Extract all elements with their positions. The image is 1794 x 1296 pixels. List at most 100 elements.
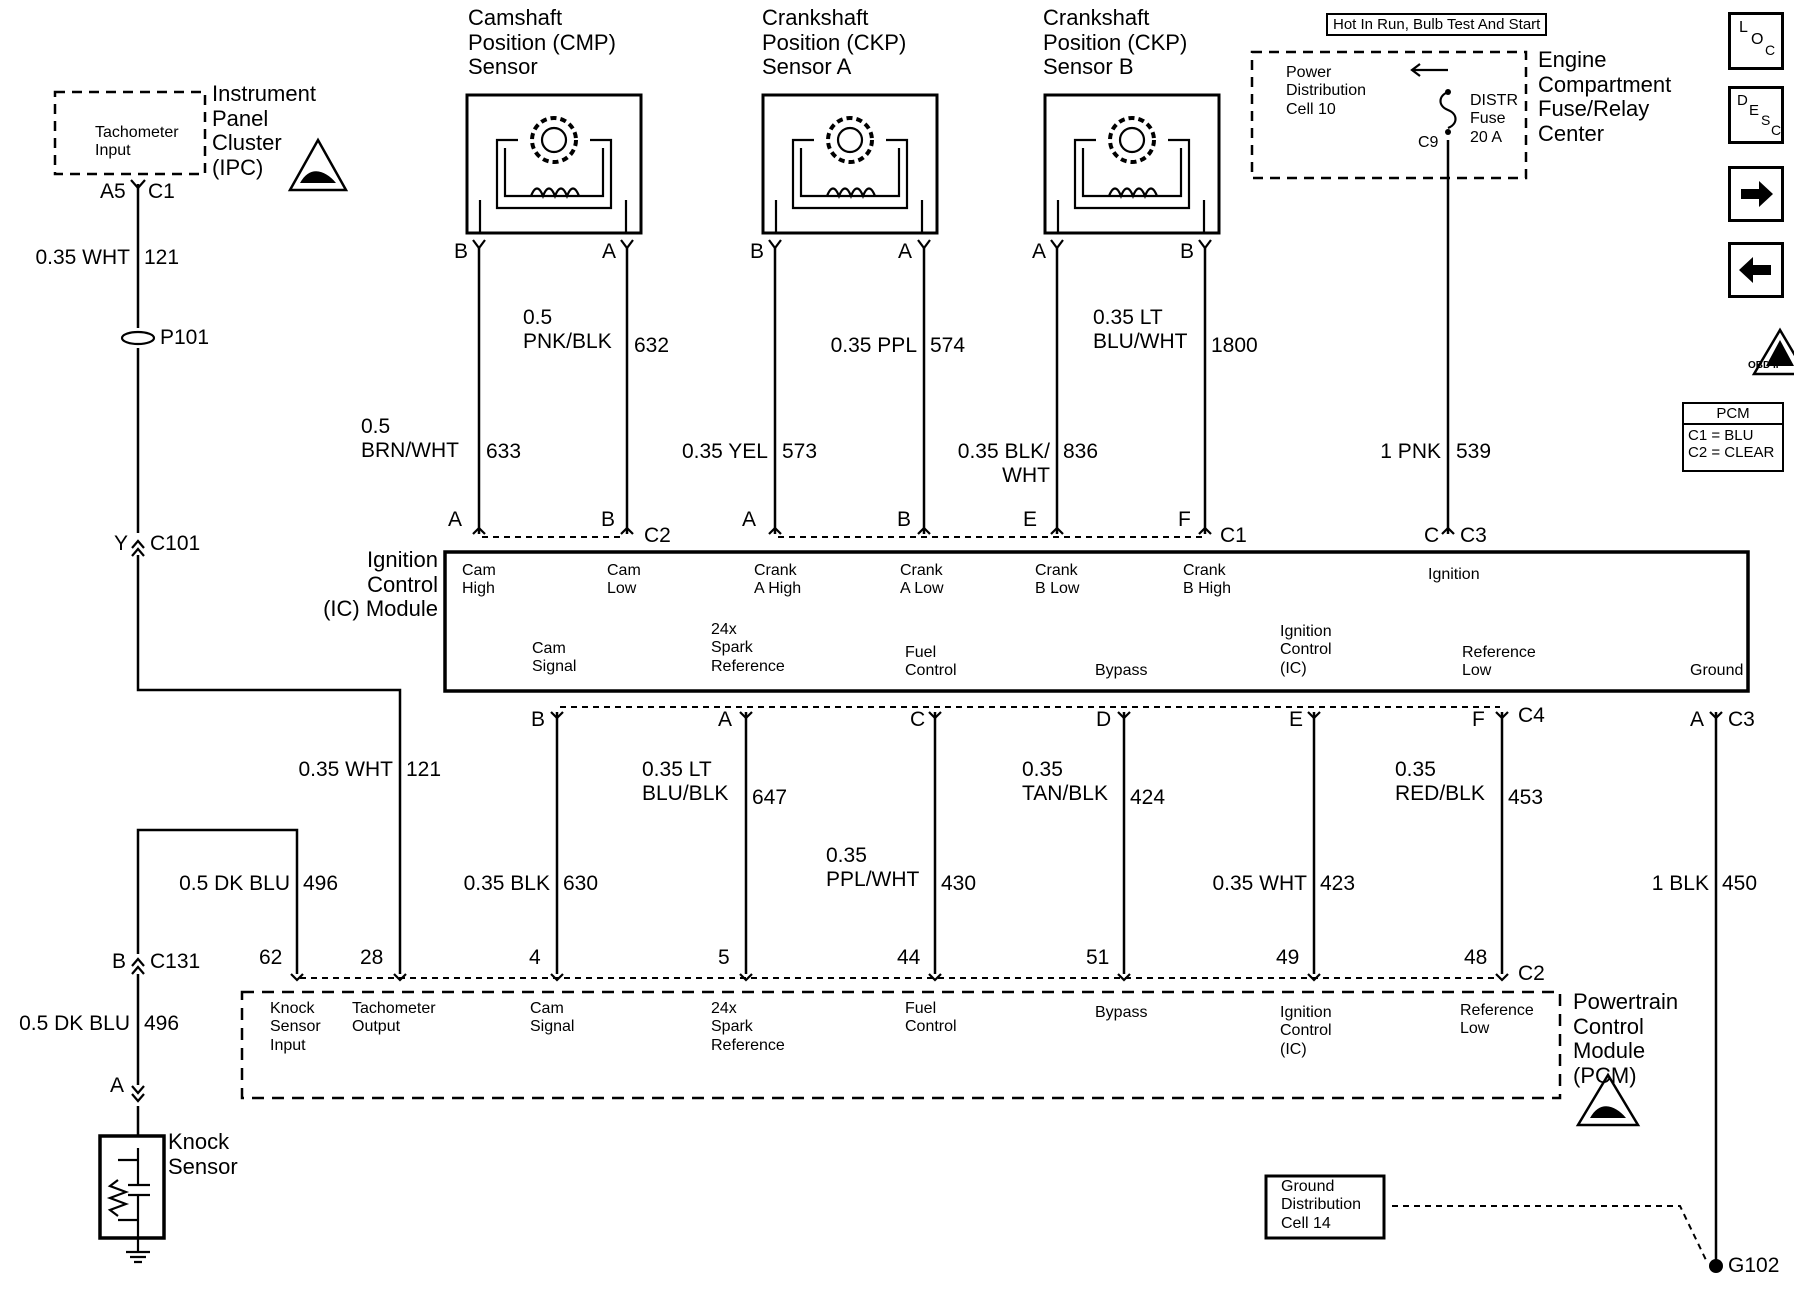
icm-label-reference-low: Reference Low (1462, 644, 1536, 680)
wire-color: 0.5 DK BLU (179, 872, 290, 895)
pcm-label-tach: Tachometer Output (352, 1000, 436, 1036)
icm-top-conn: C1 (1220, 524, 1247, 547)
icm-bottom-pin: E (1289, 708, 1304, 731)
conn-icm-top (472, 526, 1455, 535)
wire-color: 0.35 BLK/ WHT (957, 440, 1050, 487)
cmp-sensor-box (465, 93, 643, 235)
conn-ckpa-a (917, 239, 931, 250)
wire-color: 0.35 TAN/BLK (1022, 758, 1108, 805)
icm-bottom-conn: C4 (1518, 704, 1545, 727)
wire-color: 0.35 WHT (298, 758, 393, 781)
hot-label: Hot In Run, Bulb Test And Start (1326, 13, 1548, 37)
pcm-label-bypass: Bypass (1095, 1004, 1148, 1021)
pcm-pin: 49 (1276, 946, 1300, 969)
legend-title: PCM (1684, 404, 1782, 425)
wire-color: 0.5 DK BLU (19, 1012, 130, 1035)
conn-ckpb-b (1198, 239, 1212, 250)
wire-color: 0.35 BLK (463, 872, 550, 895)
icm-label-cam-low: Cam Low (607, 562, 641, 598)
description-icon[interactable]: D E S C (1728, 86, 1784, 144)
pcm-pin: 4 (529, 946, 541, 969)
pcm-label-24x: 24x Spark Reference (711, 1000, 785, 1054)
wire-circuit: 632 (634, 334, 670, 357)
wire-circuit: 836 (1063, 440, 1099, 463)
icm-top-pin: C (1424, 524, 1440, 547)
wire-color: 0.35 PPL (830, 334, 917, 357)
icm-bottom-pin: A (718, 708, 733, 731)
c101-pin: Y (114, 532, 129, 555)
pcm-pin: 62 (259, 946, 283, 969)
next-arrow-icon[interactable] (1728, 166, 1784, 222)
prev-arrow-icon[interactable] (1728, 242, 1784, 298)
ckp-b-gear-icon (1056, 116, 1206, 232)
ckp-a-gear-icon (774, 116, 924, 232)
icm-name: Ignition Control (IC) Module (323, 547, 438, 622)
icm-label-cam-high: Cam High (462, 562, 496, 598)
wire-circuit: 573 (782, 440, 818, 463)
legend-line: C2 = CLEAR (1688, 444, 1775, 461)
pcm-pin: 5 (718, 946, 730, 969)
pcm-conn: C2 (1518, 962, 1545, 985)
wire-circuit: 1800 (1211, 334, 1258, 357)
wire-circuit: 121 (406, 758, 442, 781)
pcm-label-knock: Knock Sensor Input (270, 1000, 321, 1054)
fuse-label: DISTR Fuse 20 A (1470, 92, 1518, 146)
wire-circuit: 430 (941, 872, 977, 895)
icm-label-bypass: Bypass (1095, 662, 1148, 679)
icm-top-pin: E (1023, 508, 1038, 531)
pcm-pin: 44 (897, 946, 921, 969)
wire-circuit: 630 (563, 872, 599, 895)
icm-top-pin: B (897, 508, 912, 531)
location-icon[interactable]: L O C (1728, 12, 1784, 70)
conn-knock-a (131, 1085, 145, 1103)
icm-label-crank-a-high: Crank A High (754, 562, 802, 598)
icm-label-ground: Ground (1690, 662, 1744, 679)
conn-ckpa-b (768, 239, 782, 250)
conn-ipc-c1 (130, 179, 146, 190)
wire-circuit: 539 (1456, 440, 1492, 463)
knock-element-icon (106, 1148, 150, 1240)
icm-top-pin: A (742, 508, 757, 531)
wire-color: 0.5 PNK/BLK (523, 306, 612, 353)
pcm-pin: 28 (360, 946, 384, 969)
icm-top-pin: B (601, 508, 616, 531)
wire-color: 0.35 PPL/WHT (826, 844, 920, 891)
esd-warning-icon (287, 137, 1794, 1127)
cmp-name: Camshaft Position (CMP) Sensor (468, 5, 616, 80)
cmp-pin-b: B (454, 240, 469, 263)
conn-cmp-a (620, 239, 634, 250)
pcm-label-ic: Ignition Control (IC) (1280, 1004, 1332, 1058)
wire-121 (136, 184, 402, 974)
wire-circuit: 496 (144, 1012, 180, 1035)
icm-top-conn: C2 (644, 524, 671, 547)
wire-color: 1 BLK (1651, 872, 1709, 895)
pcm-name: Powertrain Control Module (PCM) (1573, 989, 1679, 1088)
wire-496 (136, 828, 299, 1136)
icm-label-ic: Ignition Control (IC) (1280, 623, 1332, 677)
ckpa-pin-a: A (898, 240, 913, 263)
wire-circuit: 496 (303, 872, 339, 895)
icm-top-conn: C3 (1460, 524, 1487, 547)
pcm-label-reflow: Reference Low (1460, 1002, 1534, 1038)
wire-color: 0.35 WHT (1212, 872, 1307, 895)
ipc-conn: A5 (100, 180, 126, 203)
ckpb-pin-a: A (1032, 240, 1047, 263)
icm-label-fuel-control: Fuel Control (905, 644, 957, 680)
fuse-center-name: Engine Compartment Fuse/Relay Center (1538, 47, 1672, 146)
ground-name: G102 (1728, 1254, 1780, 1277)
knock-name: Knock Sensor (168, 1129, 238, 1179)
wire-circuit: 633 (486, 440, 522, 463)
ground-g102-icon (1709, 1259, 1723, 1273)
pdc-arrow-icon (1410, 63, 1448, 77)
icm-label-crank-b-low: Crank B Low (1035, 562, 1080, 598)
conn-cmp-b (472, 239, 486, 250)
wire-color: 0.35 YEL (681, 440, 768, 463)
pcm-pin: 48 (1464, 946, 1488, 969)
icm-bottom-pin: C (910, 708, 926, 731)
wire-circuit: 450 (1722, 872, 1758, 895)
icm-bottom-pin: A (1690, 708, 1705, 731)
pcm-pin: 51 (1086, 946, 1110, 969)
icm-bottom-pin: B (531, 708, 546, 731)
ipc-box (53, 90, 207, 176)
